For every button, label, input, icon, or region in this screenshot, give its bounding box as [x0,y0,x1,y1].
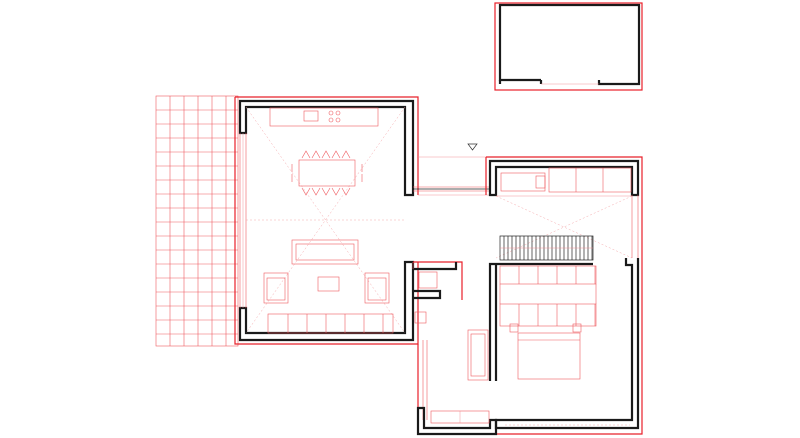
dining-chair [331,187,341,196]
dining-chair [341,187,351,196]
dining-table [291,150,363,196]
sofa [291,239,359,265]
service-core [412,261,498,436]
sink-icon [303,110,319,122]
bedroom-storage [499,265,597,327]
dining-chair [331,150,341,159]
living-wing [234,96,419,345]
dining-chair [321,150,331,159]
dining-chair [341,150,351,159]
triangle-down-icon [467,143,478,151]
east-wing [485,156,643,435]
storage-unit [267,313,394,334]
dining-chair [321,187,331,196]
staircase [499,235,594,261]
bathtub [467,329,489,381]
kitchen-counter [269,107,379,127]
cooktop-icon [328,110,341,123]
armchair-right [364,272,390,304]
desk [500,172,546,192]
link-passage [413,156,489,196]
dining-chair [311,187,321,196]
dining-chair [301,150,311,159]
bed [509,323,582,380]
coffee-table [317,276,340,292]
armchair-left [263,272,289,304]
dining-chair [301,187,311,196]
detached-annex [494,2,643,91]
wardrobe [548,167,632,193]
terrace-grid [155,95,239,347]
dining-chair [311,150,321,159]
